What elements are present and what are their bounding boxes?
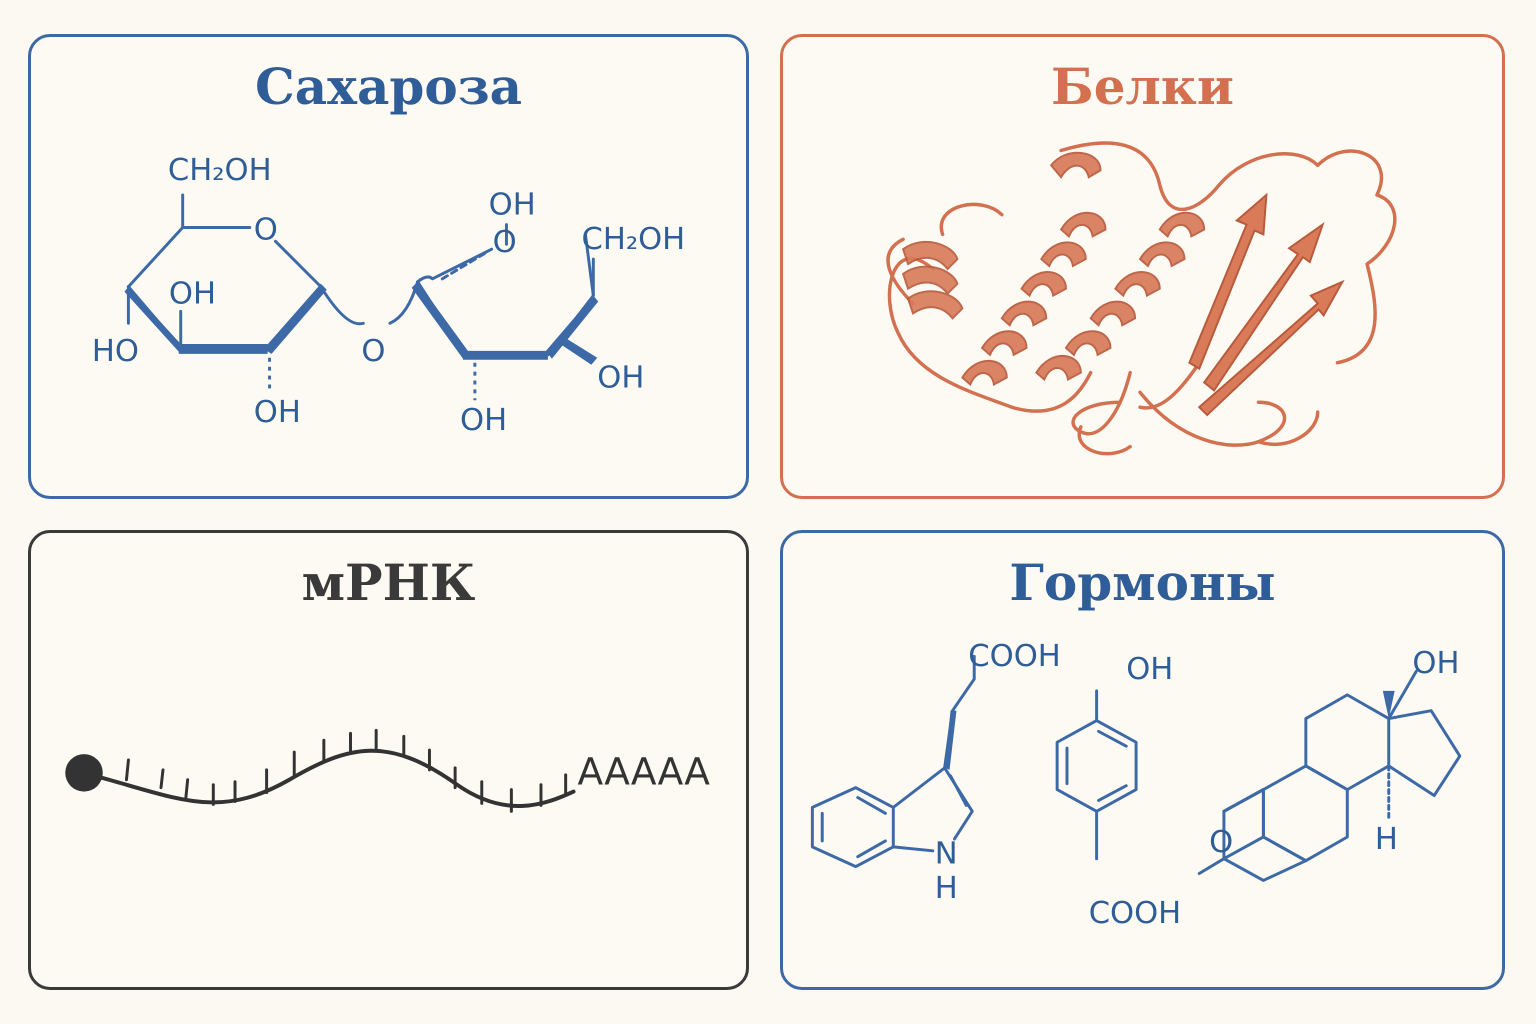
trp-cooh: COOH [968, 639, 1060, 674]
protein-panel: Белки [780, 34, 1505, 499]
trp-nh-n: N [935, 837, 958, 872]
steroid-o: O [1209, 825, 1233, 860]
mrna-strand: AAAAA [65, 728, 711, 813]
sucrose-structure: CH₂OH O OH HO OH O OH O CH₂OH OH OH [92, 153, 685, 438]
hormones-title: Гормоны [1009, 553, 1276, 612]
mrna-title: мРНК [301, 553, 476, 612]
sucrose-ring-o2: O [493, 225, 517, 260]
sucrose-ch2oh-right: CH₂OH [581, 222, 685, 257]
phenol-cooh: COOH [1089, 896, 1181, 931]
cap-icon [65, 754, 103, 792]
hormones-structures: COOH N H OH COOH OH O H [810, 639, 1462, 931]
steroid-h: H [1375, 822, 1398, 857]
sucrose-title: Сахароза [254, 57, 523, 116]
mrna-panel: мРНК AAAAA [28, 530, 749, 990]
phenol-oh: OH [1126, 652, 1173, 687]
sucrose-bridge-o: O [361, 334, 385, 369]
sucrose-oh-top2: OH [489, 188, 536, 223]
sucrose-ring-o1: O [254, 212, 278, 247]
sucrose-oh-inner: OH [169, 277, 216, 312]
sucrose-oh-bottom1: OH [254, 395, 301, 430]
sucrose-oh-bottom2: OH [460, 403, 507, 438]
sucrose-ho-left: HO [92, 334, 139, 369]
protein-ribbon [886, 141, 1397, 456]
sucrose-ch2oh-top: CH₂OH [168, 153, 272, 188]
hormones-panel: Гормоны [780, 530, 1505, 990]
protein-title: Белки [1051, 57, 1234, 116]
sucrose-panel: Сахароза [28, 34, 749, 499]
sucrose-oh-right: OH [597, 360, 644, 395]
steroid-oh: OH [1412, 646, 1459, 681]
poly-a-tail: AAAAA [578, 750, 711, 794]
trp-nh-h: H [935, 871, 958, 906]
